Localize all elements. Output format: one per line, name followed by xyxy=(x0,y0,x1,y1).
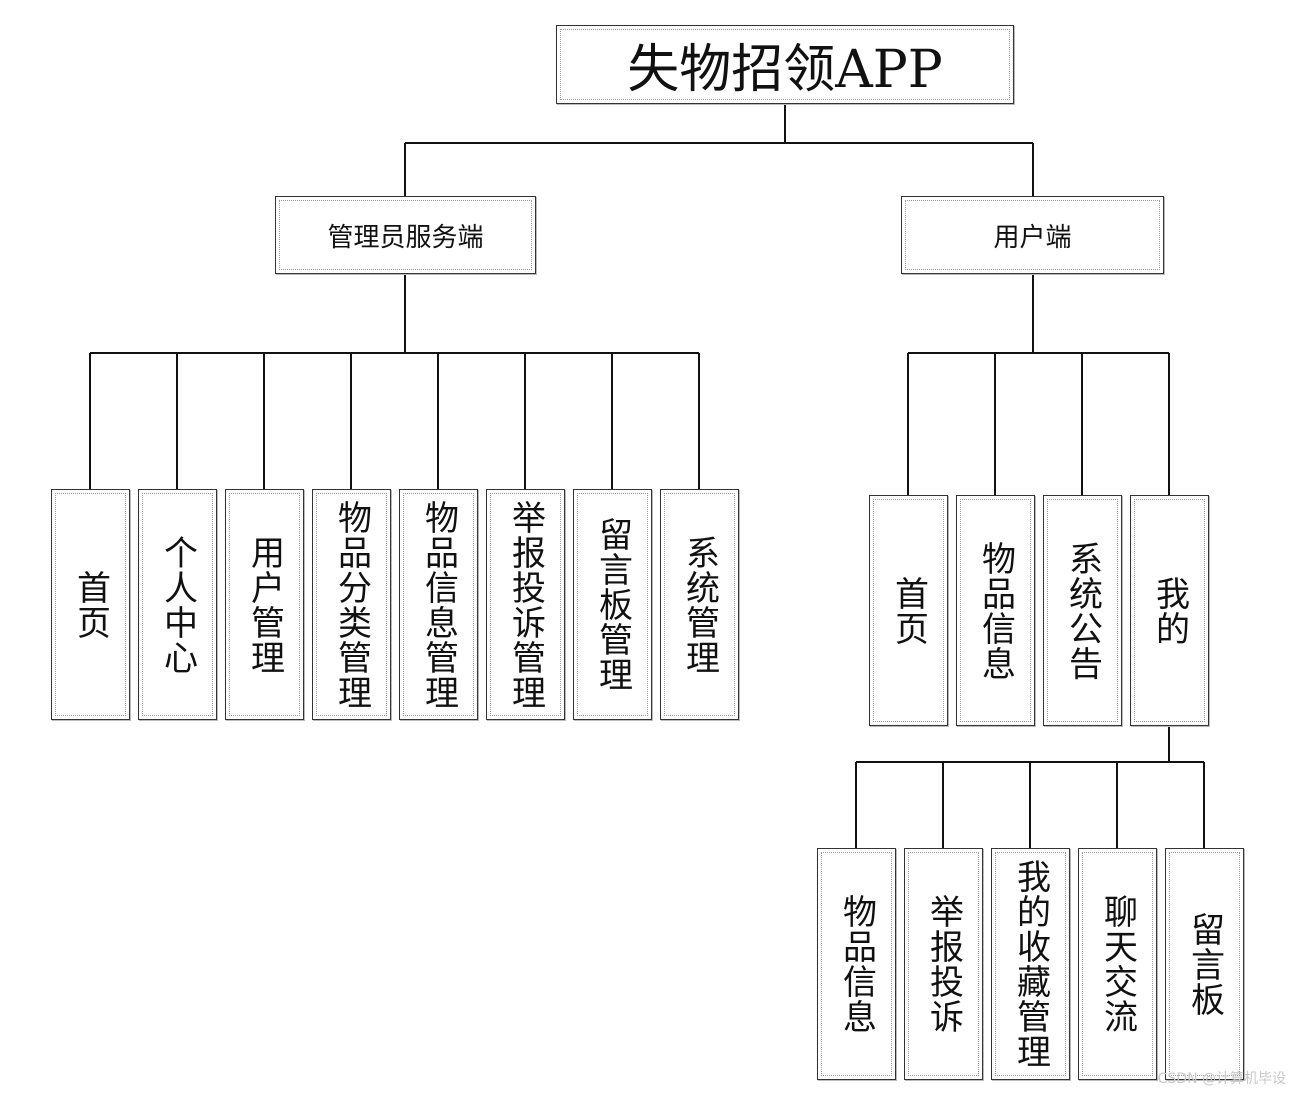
mine-leaf-label: 举报投诉 xyxy=(923,894,964,1034)
user-leaf-node: 系统公告 xyxy=(1043,495,1122,726)
user-leaf-label: 系统公告 xyxy=(1062,540,1103,681)
user-title: 用户端 xyxy=(993,222,1072,253)
admin-leaf-label: 首页 xyxy=(70,569,111,640)
admin-leaf-node: 系统管理 xyxy=(660,489,739,720)
admin-leaf-node: 举报投诉管理 xyxy=(486,489,565,720)
admin-leaf-label: 物品分类管理 xyxy=(331,499,372,710)
mine-leaf-node: 聊天交流 xyxy=(1078,848,1157,1080)
admin-leaf-node: 留言板管理 xyxy=(573,489,652,720)
admin-title: 管理员服务端 xyxy=(327,222,484,253)
mine-leaf-node: 举报投诉 xyxy=(904,848,983,1080)
mine-leaf-node: 留言板 xyxy=(1165,848,1244,1080)
admin-leaf-node: 个人中心 xyxy=(138,489,217,720)
user-mine-node: 我的 xyxy=(1130,495,1209,726)
user-leaf-label: 首页 xyxy=(888,575,929,646)
admin-leaf-node: 用户管理 xyxy=(225,489,304,720)
user-node: 用户端 xyxy=(901,196,1164,274)
admin-leaf-node: 物品分类管理 xyxy=(312,489,391,720)
root-title: 失物招领APP xyxy=(627,40,943,100)
mine-leaf-label: 物品信息 xyxy=(836,894,877,1034)
mine-leaf-node: 我的收藏管理 xyxy=(991,848,1070,1080)
admin-leaf-label: 系统管理 xyxy=(679,534,720,675)
root-node: 失物招领APP xyxy=(556,25,1014,104)
admin-leaf-label: 个人中心 xyxy=(157,534,198,675)
user-leaf-label: 物品信息 xyxy=(975,540,1016,681)
admin-leaf-node: 首页 xyxy=(51,489,130,720)
mine-leaf-label: 聊天交流 xyxy=(1097,894,1138,1034)
admin-leaf-label: 物品信息管理 xyxy=(418,499,459,710)
user-leaf-node: 物品信息 xyxy=(956,495,1035,726)
admin-leaf-label: 举报投诉管理 xyxy=(505,499,546,710)
watermark: CSDN @计算机毕设 xyxy=(1157,1071,1286,1087)
admin-node: 管理员服务端 xyxy=(275,196,536,274)
admin-leaf-node: 物品信息管理 xyxy=(399,489,478,720)
mine-leaf-label: 我的收藏管理 xyxy=(1010,859,1051,1069)
mine-leaf-node: 物品信息 xyxy=(817,848,896,1080)
mine-leaf-label: 留言板 xyxy=(1184,911,1225,1017)
admin-leaf-label: 用户管理 xyxy=(244,534,285,675)
user-mine-label: 我的 xyxy=(1149,575,1190,646)
admin-leaf-label: 留言板管理 xyxy=(592,517,633,692)
user-leaf-node: 首页 xyxy=(869,495,948,726)
